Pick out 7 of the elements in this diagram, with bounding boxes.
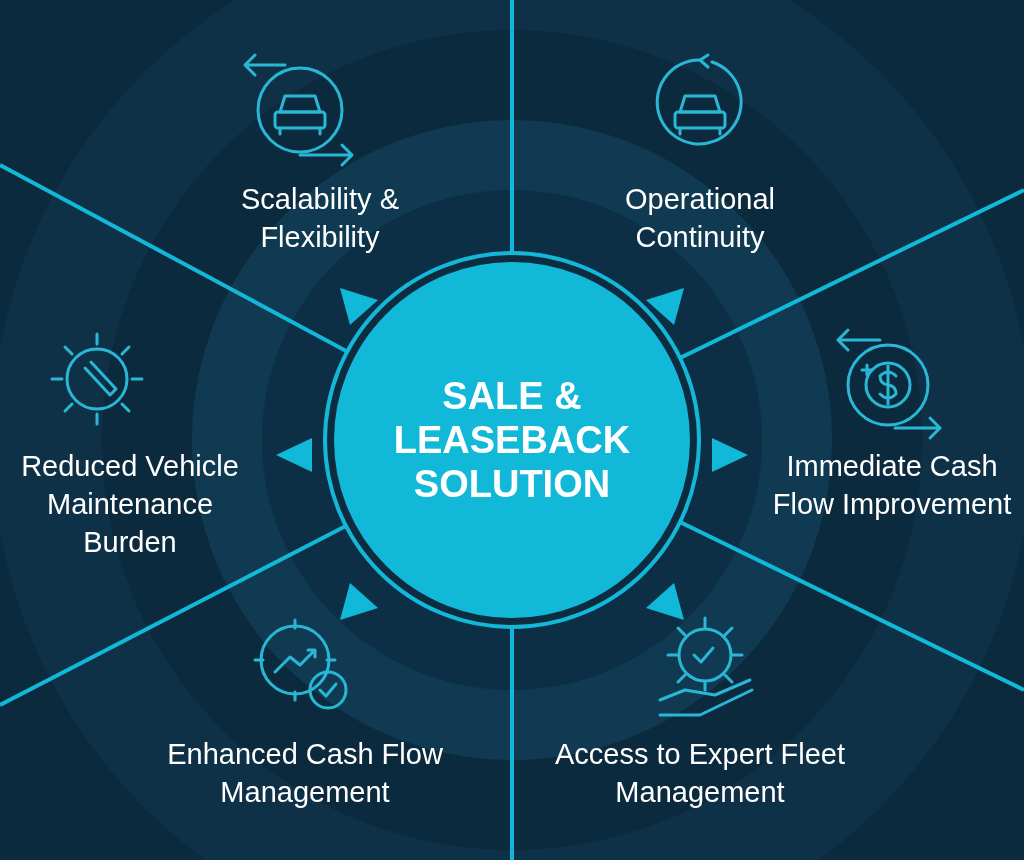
benefit-label: Scalability & Flexibility xyxy=(190,180,450,256)
benefit-label: Reduced Vehicle Maintenance Burden xyxy=(0,447,260,561)
benefit-label: Enhanced Cash Flow Management xyxy=(150,735,460,811)
center-title: SALE & LEASEBACK SOLUTION xyxy=(392,374,632,506)
benefit-label: Operational Continuity xyxy=(570,180,830,256)
benefit-label: Immediate Cash Flow Improvement xyxy=(760,447,1024,523)
benefit-label: Access to Expert Fleet Management xyxy=(545,735,855,811)
